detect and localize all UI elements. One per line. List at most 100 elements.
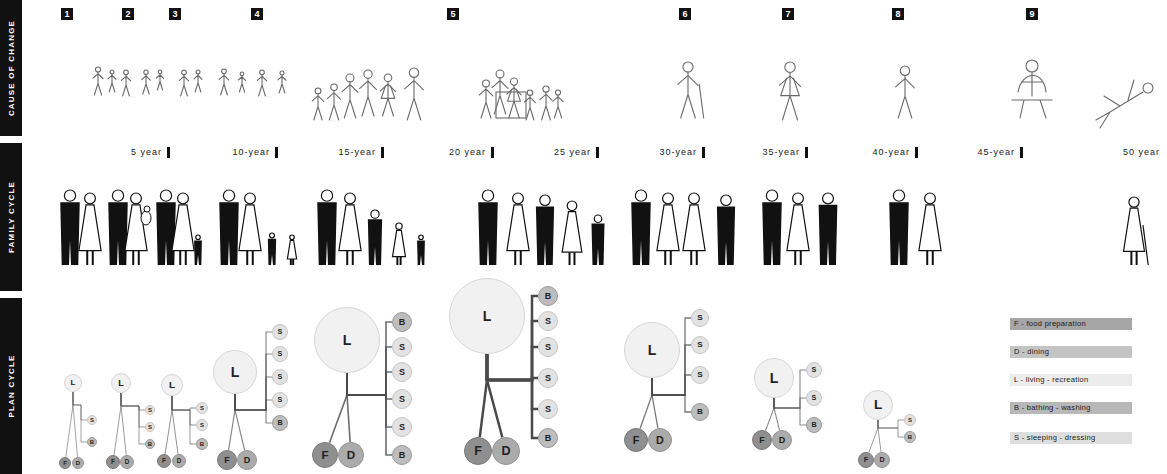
callout-number: 7 xyxy=(782,8,794,20)
man-figure xyxy=(536,207,554,266)
room-circle: D xyxy=(237,450,257,470)
side-band: FAMILY CYCLE xyxy=(0,143,22,291)
tree-connector xyxy=(878,420,904,437)
man-figure xyxy=(108,202,128,265)
figure-head xyxy=(635,190,646,201)
man-figure xyxy=(631,202,651,265)
sketch-head xyxy=(260,70,265,75)
sketch-body xyxy=(219,74,228,95)
woman-legs xyxy=(247,251,253,265)
tree-connector xyxy=(235,394,272,423)
tree-connector xyxy=(487,354,538,438)
room-circle: B xyxy=(806,417,822,433)
room-circle: D xyxy=(72,457,84,469)
figure-head xyxy=(925,193,936,204)
room-circle: B xyxy=(392,312,412,332)
room-circle: S xyxy=(196,419,208,431)
room-circle: S xyxy=(272,346,288,362)
callout-number: 4 xyxy=(251,8,263,20)
family-figures xyxy=(60,190,1148,265)
year-label: 10-year xyxy=(232,147,270,157)
sketch-head xyxy=(483,80,490,87)
tree-connector xyxy=(878,420,904,428)
callout-number: 8 xyxy=(892,8,904,20)
tree-connector xyxy=(347,372,392,395)
tree-connector xyxy=(487,354,538,409)
room-letter: D xyxy=(76,460,80,466)
figure-head xyxy=(663,193,674,204)
figure-head xyxy=(245,193,256,204)
sketch-head xyxy=(346,74,354,82)
tree-connector xyxy=(774,398,806,408)
room-circle: S xyxy=(904,414,916,426)
room-letter: S xyxy=(697,341,702,349)
cane xyxy=(1143,225,1148,265)
sketch-head xyxy=(785,62,795,72)
sketch-head xyxy=(384,74,392,82)
man-figure xyxy=(889,202,909,265)
room-letter: L xyxy=(874,398,882,412)
year-label: 20 year xyxy=(449,147,486,157)
room-letter: L xyxy=(770,371,779,385)
room-letter: D xyxy=(125,459,130,465)
room-letter: S xyxy=(697,371,702,379)
woman-figure xyxy=(562,212,582,253)
woman-legs xyxy=(570,252,575,265)
sketch-body xyxy=(405,77,424,120)
woman-legs xyxy=(665,251,671,265)
tree-connector xyxy=(766,398,774,431)
room-circle: L xyxy=(111,373,131,393)
room-letter: S xyxy=(278,373,283,380)
figure-head xyxy=(178,193,189,204)
sketch-head xyxy=(900,66,909,75)
room-circle: L xyxy=(161,374,183,396)
tree-connector xyxy=(172,396,178,454)
man-figure xyxy=(819,205,838,265)
room-circle: S xyxy=(691,366,709,384)
room-letter: B xyxy=(148,441,152,447)
room-letter: F xyxy=(864,456,868,463)
room-circle: B xyxy=(196,438,208,450)
room-circle: D xyxy=(772,430,792,450)
room-letter: S xyxy=(399,395,405,404)
figure-head xyxy=(482,190,493,201)
year-label: 5 year xyxy=(131,147,162,157)
room-letter: S xyxy=(90,417,94,423)
room-circle: S xyxy=(806,362,822,378)
tree-connector xyxy=(165,396,172,454)
room-circle: S xyxy=(538,368,558,388)
band-title: PLAN CYCLE xyxy=(7,354,16,417)
figure-head xyxy=(270,233,275,238)
room-letter: B xyxy=(811,421,816,428)
sketch-body xyxy=(380,82,395,116)
figure-head xyxy=(196,235,201,240)
sketch-body xyxy=(108,74,116,92)
sketch-head xyxy=(555,90,560,95)
room-letter: S xyxy=(278,350,283,357)
year-tick xyxy=(915,147,918,158)
room-letter: B xyxy=(908,434,912,440)
sketch-body xyxy=(342,82,358,118)
callout-number: 5 xyxy=(447,8,459,20)
sketch-body xyxy=(507,85,521,118)
sketch-dress xyxy=(381,86,394,99)
year-label: 35-year xyxy=(762,147,800,157)
room-circle: F xyxy=(217,450,237,470)
year-label: 30-year xyxy=(659,147,697,157)
room-letter: D xyxy=(501,445,510,458)
sketch-head xyxy=(1143,83,1153,93)
room-circle: D xyxy=(648,428,672,452)
sketch-body xyxy=(1022,72,1042,96)
man-figure xyxy=(268,239,276,265)
sketch-body xyxy=(156,74,163,90)
room-circle: L xyxy=(64,374,82,392)
room-circle: B xyxy=(538,286,558,306)
side-band: PLAN CYCLE xyxy=(0,298,22,474)
room-circle: S xyxy=(272,392,288,408)
woman-figure xyxy=(787,205,809,251)
legend-swatch: B - bathing - washing xyxy=(1010,402,1132,414)
room-letter: D xyxy=(879,456,884,463)
room-circle: F xyxy=(464,437,492,465)
room-letter: B xyxy=(545,292,552,301)
